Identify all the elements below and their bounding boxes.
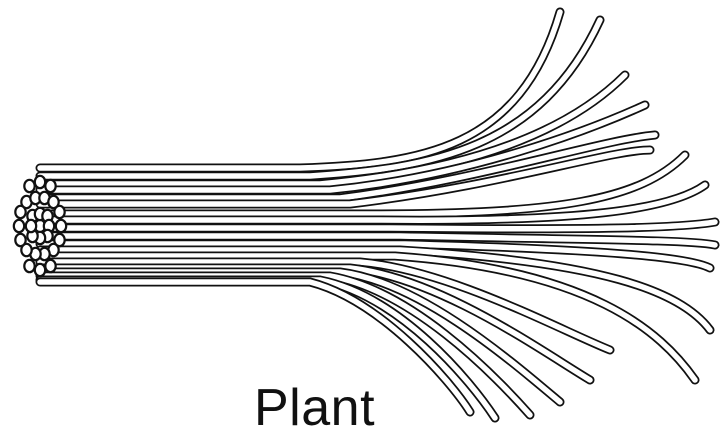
fiber-strands — [40, 12, 715, 418]
fiber-end-circle — [56, 220, 66, 232]
fiber-end-circle — [45, 260, 55, 272]
fiber-end-circle — [24, 260, 34, 272]
fiber-end-circle — [35, 176, 45, 188]
fiber-end-circle — [15, 206, 25, 218]
fiber-end-circle — [45, 180, 55, 192]
fiber-end-circle — [35, 264, 45, 276]
fiber-end-circle — [26, 220, 36, 232]
fiber-end-circle — [24, 180, 34, 192]
fiber-end-circle — [15, 234, 25, 246]
fiber-end-circle — [54, 206, 64, 218]
fiber-end-circle — [14, 220, 24, 232]
figure-caption: Plant — [254, 380, 375, 436]
